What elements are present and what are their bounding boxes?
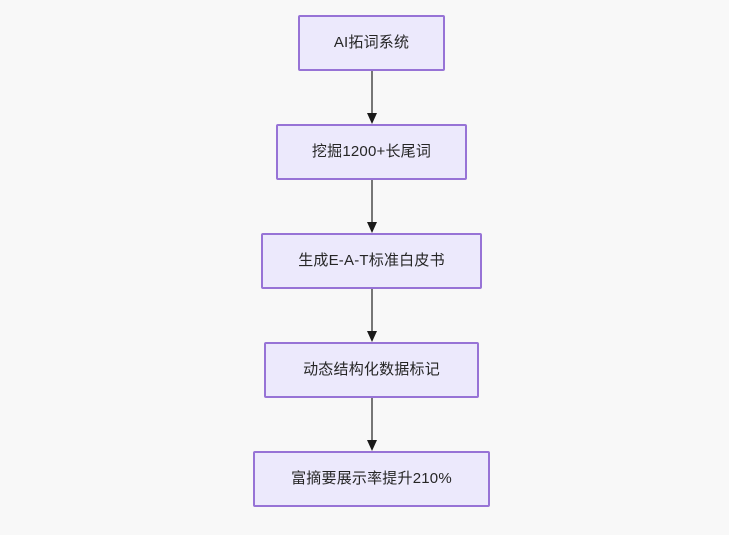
flow-node-ai-keyword-system[interactable]: AI拓词系统 — [298, 15, 445, 71]
flow-node-label: 生成E-A-T标准白皮书 — [298, 252, 445, 269]
flow-node-dynamic-structured-data-markup[interactable]: 动态结构化数据标记 — [264, 342, 479, 398]
edge-n1-n2 — [366, 71, 378, 124]
flow-node-label: 动态结构化数据标记 — [303, 361, 440, 378]
edge-n3-n4 — [366, 289, 378, 342]
edge-n2-n3 — [366, 180, 378, 233]
flow-node-rich-snippet-impression-lift[interactable]: 富摘要展示率提升210% — [253, 451, 490, 507]
flow-node-label: 富摘要展示率提升210% — [291, 470, 452, 487]
flow-node-label: 挖掘1200+长尾词 — [311, 143, 432, 160]
flow-node-label: AI拓词系统 — [333, 34, 410, 51]
flow-node-generate-eat-whitepaper[interactable]: 生成E-A-T标准白皮书 — [261, 233, 482, 289]
flow-node-mine-longtail-keywords[interactable]: 挖掘1200+长尾词 — [276, 124, 467, 180]
edge-n4-n5 — [366, 398, 378, 451]
